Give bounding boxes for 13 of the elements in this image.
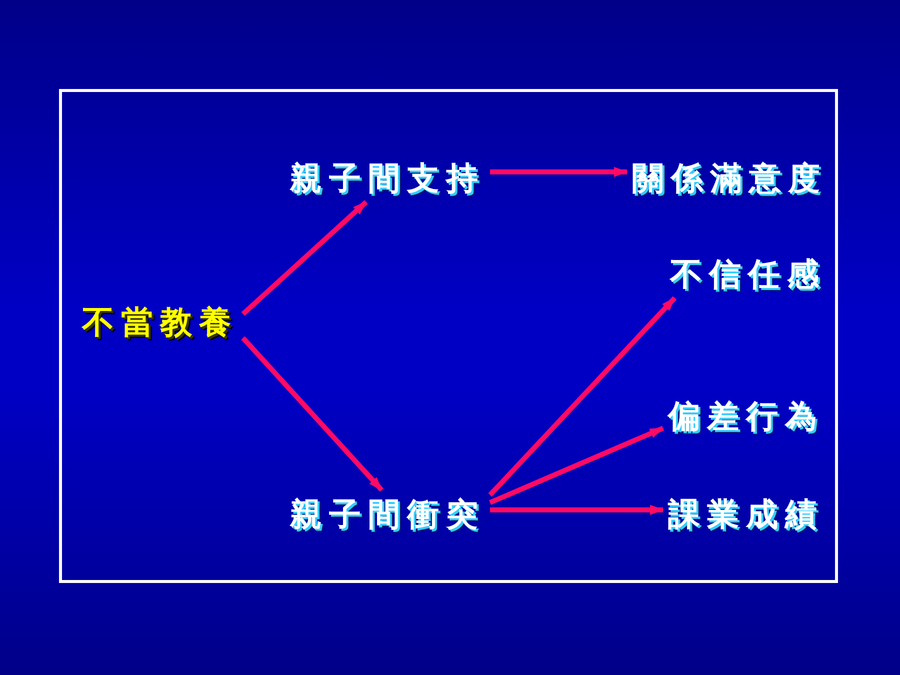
concept-label: 關係滿意度 bbox=[632, 159, 827, 197]
concept-label: 課業成績 bbox=[668, 495, 824, 533]
arrow bbox=[488, 296, 676, 497]
concept-label: 親子間支持 bbox=[290, 159, 485, 197]
arrow bbox=[241, 200, 368, 316]
concept-label: 偏差行為 bbox=[668, 397, 824, 435]
arrow bbox=[490, 166, 628, 177]
concept-label: 親子間衝突 bbox=[290, 495, 485, 533]
arrow bbox=[241, 336, 384, 492]
arrow bbox=[489, 426, 664, 505]
concept-label: 不當教養 bbox=[82, 303, 238, 341]
arrow bbox=[490, 504, 664, 515]
concept-label: 不信任感 bbox=[670, 255, 826, 293]
